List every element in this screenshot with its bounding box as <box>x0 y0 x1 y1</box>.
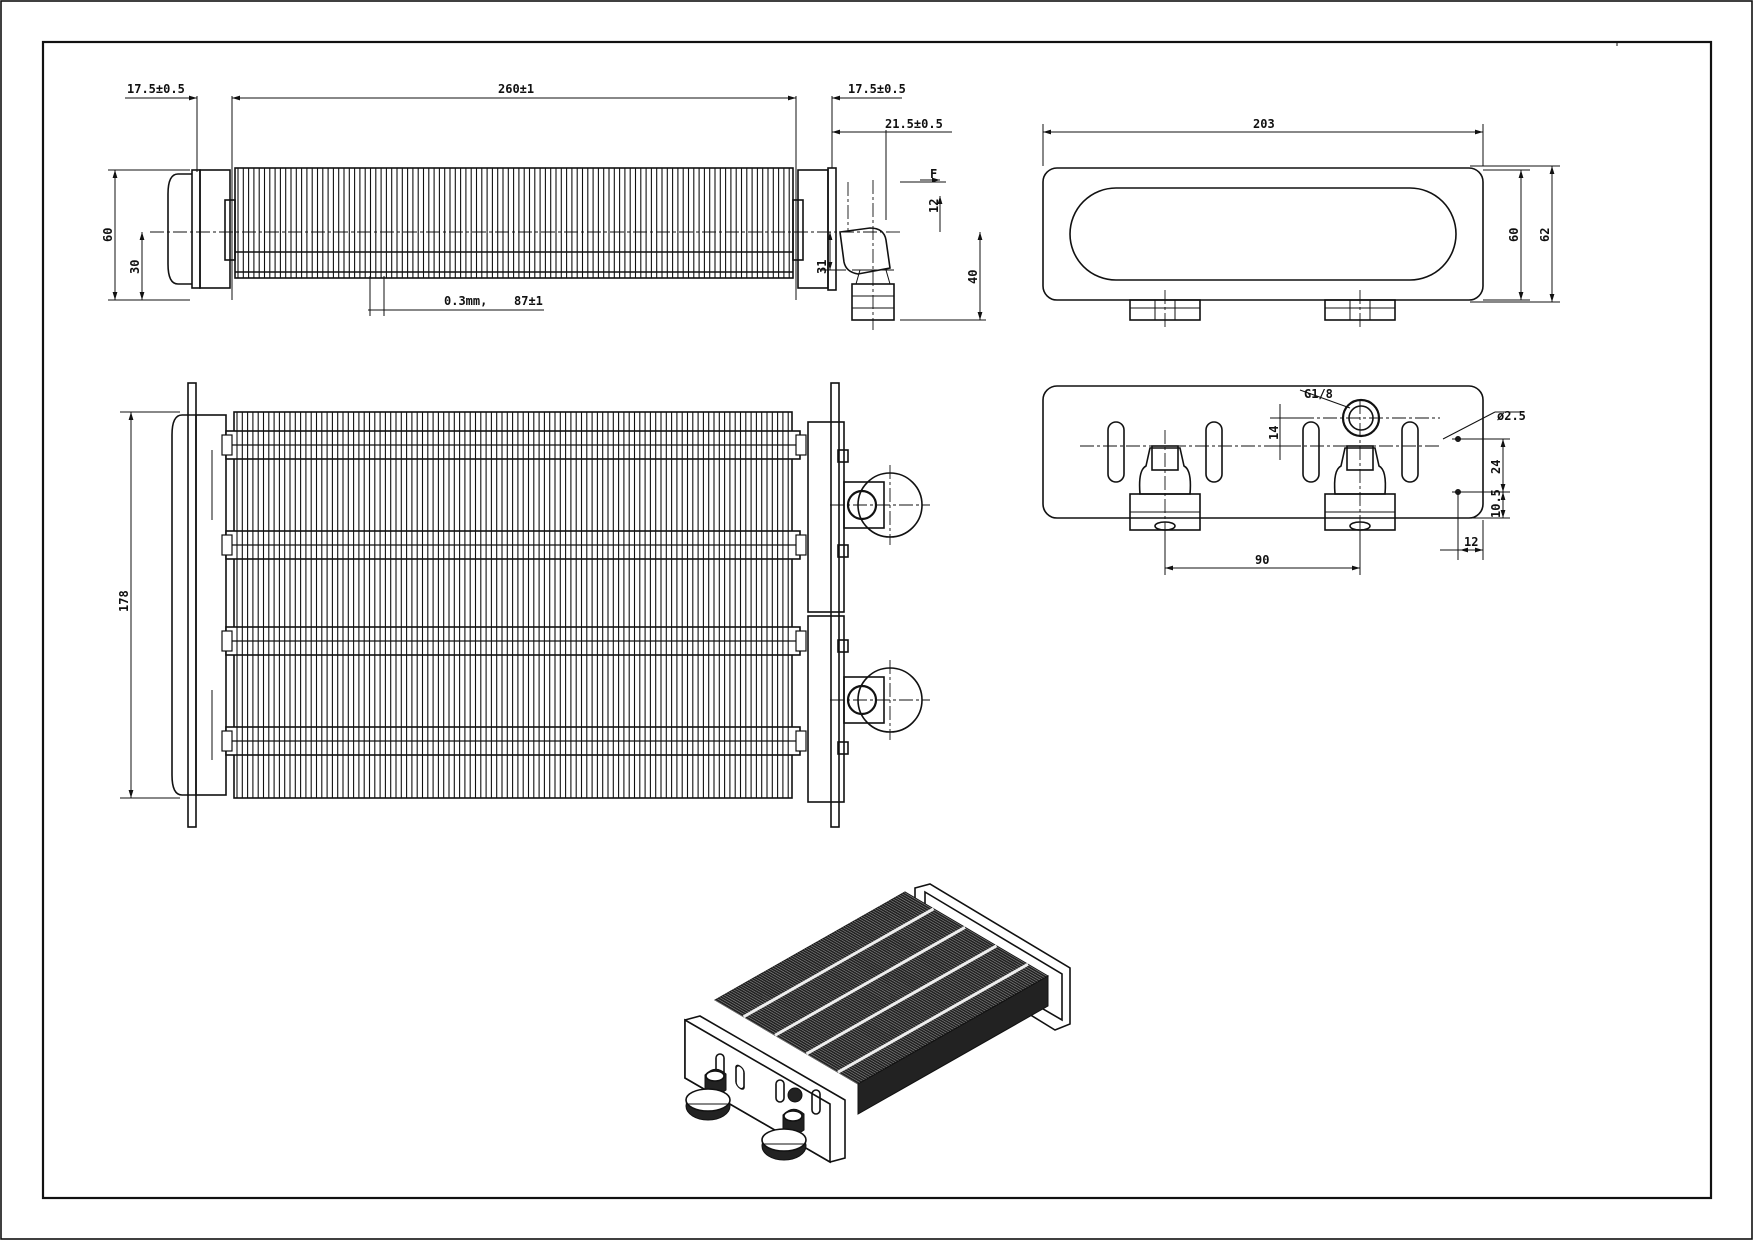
dim-end-62: 62 <box>1538 228 1552 242</box>
dim-fin-count: 87±1 <box>514 294 543 308</box>
dim-side-30: 30 <box>128 260 142 274</box>
dim-top-right-offset: 17.5±0.5 <box>848 82 906 96</box>
dim-pipe-31: 31 <box>815 260 829 274</box>
dim-front-height: 178 <box>117 590 131 612</box>
dim-core-length: 260±1 <box>498 82 534 96</box>
top-fins <box>237 168 790 278</box>
plate-view: G1/8 ø2.5 14 24 10.5 12 90 <box>1042 385 1526 575</box>
dim-outlet-offset: 21.5±0.5 <box>885 117 943 131</box>
dim-fin-thickness: 0.3mm, <box>444 294 487 308</box>
label-thread-size: G1/8 <box>1304 387 1333 401</box>
dim-24: 24 <box>1489 460 1503 474</box>
dim-top-left-offset: 17.5±0.5 <box>127 82 185 96</box>
dim-pipe-12: 12 <box>927 199 941 213</box>
front-view: 178 <box>117 382 930 828</box>
dim-10-5: 10.5 <box>1489 489 1503 518</box>
top-side-view: 17.5±0.5 260±1 17.5±0.5 21.5±0.5 F 60 30… <box>101 82 986 330</box>
inner-frame <box>41 40 1713 1200</box>
dim-pipe-spacing: 90 <box>1255 553 1269 567</box>
dim-end-60: 60 <box>1507 228 1521 242</box>
dim-14: 14 <box>1267 426 1281 440</box>
isometric-view <box>684 883 1071 1164</box>
end-view: 203 60 62 <box>1042 117 1560 330</box>
dim-hole-dia: ø2.5 <box>1497 409 1526 423</box>
view-label-f: F <box>930 167 937 181</box>
dim-side-60: 60 <box>101 228 115 242</box>
dim-pipe-40: 40 <box>966 270 980 284</box>
dim-end-width: 203 <box>1253 117 1275 131</box>
dim-12b: 12 <box>1464 535 1478 549</box>
